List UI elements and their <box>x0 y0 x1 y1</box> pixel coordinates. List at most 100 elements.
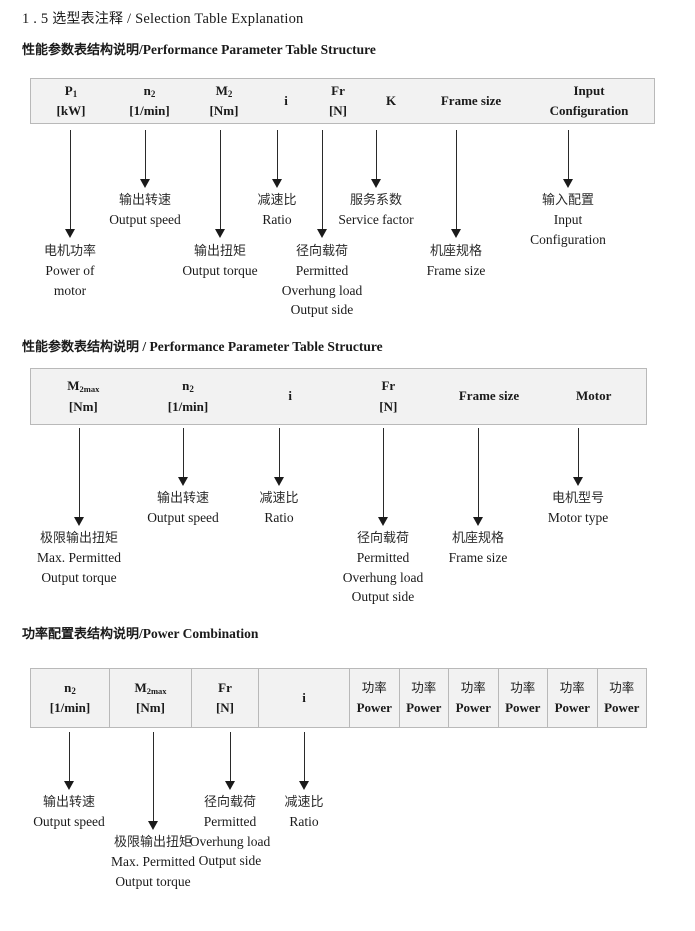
table-3-col-power-1-en: Power <box>356 699 392 715</box>
table-2-col-motor-label: Motor <box>575 388 612 404</box>
annotation-max-permitted-output-torque-3-en-1: Max. Permitted <box>111 854 195 870</box>
table-3-col-power-6-en: Power <box>604 699 640 715</box>
annotation-max-permitted-output-torque-en-2: Output torque <box>41 569 117 585</box>
annotation-power-of-motor: 电机功率 Power of motor <box>44 243 96 300</box>
section-3-subtitle-separator: / <box>139 626 143 641</box>
table-1-col-input-configuration-line2: Configuration <box>549 103 629 118</box>
table-3-col-power-2-cn: 功率 <box>411 680 437 696</box>
annotation-ratio-3: 减速比 Ratio <box>284 794 323 832</box>
annotation-max-permitted-output-torque: 极限输出扭矩 Max. Permitted Output torque <box>37 530 121 587</box>
section-3-subtitle: 功率配置表结构说明/Power Combination <box>22 623 258 642</box>
arrow-output-speed-2 <box>178 428 189 486</box>
annotation-output-torque-en-1: Output torque <box>182 263 258 279</box>
annotation-frame-size: 机座规格 Frame size <box>427 243 486 281</box>
table-1-col-p1-unit: [kW] <box>56 103 86 118</box>
table-3-col-power-3-cn: 功率 <box>460 680 486 696</box>
section-1-subtitle-en: Performance Parameter Table Structure <box>142 42 376 57</box>
table-2-col-n2: n2 [1/min] <box>136 369 241 424</box>
table-3-col-power-4-cn: 功率 <box>510 680 536 696</box>
annotation-max-permitted-output-torque-3: 极限输出扭矩 Max. Permitted Output torque <box>111 834 195 891</box>
arrow-input-configuration <box>563 130 574 188</box>
annotation-overhung-load-2: 径向载荷 Permitted Overhung load Output side <box>343 530 424 606</box>
table-1-col-fr: Fr [N] <box>312 79 364 123</box>
section-2-subtitle: 性能参数表结构说明 / Performance Parameter Table … <box>22 336 383 355</box>
arrow-service-factor <box>371 130 382 188</box>
table-3-col-m2max-symbol: M2max <box>134 679 167 696</box>
table-1-col-m2-unit: [Nm] <box>209 103 239 118</box>
table-2-col-fr-unit: [N] <box>379 398 398 414</box>
table-3-col-power-5-en: Power <box>554 699 590 715</box>
arrow-ratio <box>272 130 283 188</box>
table-1-col-input-configuration: Input Configuration <box>524 79 654 123</box>
section-2-subtitle-en: Performance Parameter Table Structure <box>149 339 383 354</box>
annotation-output-speed-2: 输出转速 Output speed <box>147 490 219 528</box>
page-title-separator: / <box>127 11 132 27</box>
table-2-col-m2max-symbol: M2max <box>67 378 100 395</box>
annotation-input-configuration: 输入配置 Input Configuration <box>530 192 606 249</box>
page-title-en: Selection Table Explanation <box>135 11 304 27</box>
table-1-col-n2: n2 [1/min] <box>111 79 188 123</box>
annotation-motor-type: 电机型号 Motor type <box>548 490 608 528</box>
annotation-power-of-motor-cn: 电机功率 <box>43 244 97 259</box>
annotation-output-speed-2-cn: 输出转速 <box>156 491 209 506</box>
annotation-input-configuration-cn: 输入配置 <box>541 193 594 208</box>
table-3-col-power-4-en: Power <box>505 699 541 715</box>
arrow-overhung-load-3 <box>225 732 236 790</box>
annotation-overhung-load-3-en-2: Overhung load <box>189 833 271 849</box>
performance-parameter-table-2: M2max [Nm] n2 [1/min] i Fr [N] Frame siz… <box>30 368 647 425</box>
section-2-subtitle-separator: / <box>142 339 147 354</box>
table-1-col-n2-symbol: n2 <box>143 82 156 99</box>
annotation-ratio-2-cn: 减速比 <box>259 491 299 506</box>
annotation-ratio-cn: 减速比 <box>257 193 297 208</box>
table-3-col-power-1-cn: 功率 <box>361 680 387 696</box>
table-1-col-fr-symbol: Fr <box>331 82 345 98</box>
table-1-col-i-symbol: i <box>284 92 288 108</box>
section-2-subtitle-cn: 性能参数表结构说明 <box>22 340 140 355</box>
table-1-col-k-symbol: K <box>385 92 397 108</box>
table-1-col-m2-symbol: M2 <box>215 82 233 99</box>
table-1-col-fr-unit: [N] <box>328 103 348 118</box>
table-3-col-fr: Fr [N] <box>191 669 258 727</box>
annotation-output-speed-3-en-1: Output speed <box>33 814 105 830</box>
table-3-col-power-2-en: Power <box>406 699 442 715</box>
table-2-col-m2max: M2max [Nm] <box>31 369 136 424</box>
annotation-motor-type-en-1: Motor type <box>547 510 609 526</box>
table-1-col-k: K <box>364 79 418 123</box>
annotation-overhung-load: 径向载荷 Permitted Overhung load Output side <box>282 243 363 319</box>
table-3-col-m2max: M2max [Nm] <box>109 669 191 727</box>
performance-parameter-table-1: P1 [kW] n2 [1/min] M2 [Nm] i Fr [N] K Fr… <box>30 78 655 124</box>
annotation-overhung-load-3-en-3: Output side <box>198 852 262 868</box>
arrow-power-of-motor <box>65 130 76 238</box>
table-1-col-m2: M2 [Nm] <box>188 79 260 123</box>
annotation-frame-size-2-en-1: Frame size <box>448 550 508 566</box>
table-3-col-i: i <box>258 669 349 727</box>
table-3-col-power-1: 功率 Power <box>349 669 399 727</box>
annotation-output-torque-cn: 输出扭矩 <box>193 244 246 259</box>
annotation-ratio: 减速比 Ratio <box>257 192 296 230</box>
arrow-motor-type <box>573 428 584 486</box>
annotation-overhung-load-3-en-1: Permitted <box>203 814 257 830</box>
section-1-subtitle-cn: 性能参数表结构说明 <box>22 43 140 58</box>
annotation-frame-size-cn: 机座规格 <box>429 244 483 259</box>
section-1-subtitle: 性能参数表结构说明/Performance Parameter Table St… <box>22 39 376 58</box>
annotation-power-of-motor-en-2: motor <box>53 282 87 298</box>
table-1-col-n2-unit: [1/min] <box>129 103 170 118</box>
annotation-motor-type-cn: 电机型号 <box>551 491 604 506</box>
annotation-max-permitted-output-torque-3-en-2: Output torque <box>115 873 191 889</box>
arrow-max-permitted-output-torque-3 <box>148 732 159 830</box>
page-title: 1 . 5 选型表注释 / Selection Table Explanatio… <box>22 8 304 28</box>
table-1-col-frame-size-label: Frame size <box>440 92 502 108</box>
arrow-ratio-3 <box>299 732 310 790</box>
table-3-col-m2max-unit: [Nm] <box>136 700 165 715</box>
annotation-frame-size-en-1: Frame size <box>426 263 486 279</box>
table-1-col-p1: P1 [kW] <box>31 79 111 123</box>
annotation-output-speed-en-1: Output speed <box>109 212 181 228</box>
power-combination-table: n2 [1/min] M2max [Nm] Fr [N] i 功率 Power … <box>30 668 647 728</box>
table-3-col-power-5: 功率 Power <box>547 669 597 727</box>
page-title-cn: 选型表注释 <box>52 11 124 27</box>
table-2-col-i: i <box>240 369 340 424</box>
annotation-ratio-en-1: Ratio <box>262 212 292 228</box>
annotation-overhung-load-2-cn: 径向载荷 <box>356 531 410 546</box>
annotation-service-factor: 服务系数 Service factor <box>338 192 413 230</box>
table-3-col-n2-unit: [1/min] <box>49 700 91 715</box>
